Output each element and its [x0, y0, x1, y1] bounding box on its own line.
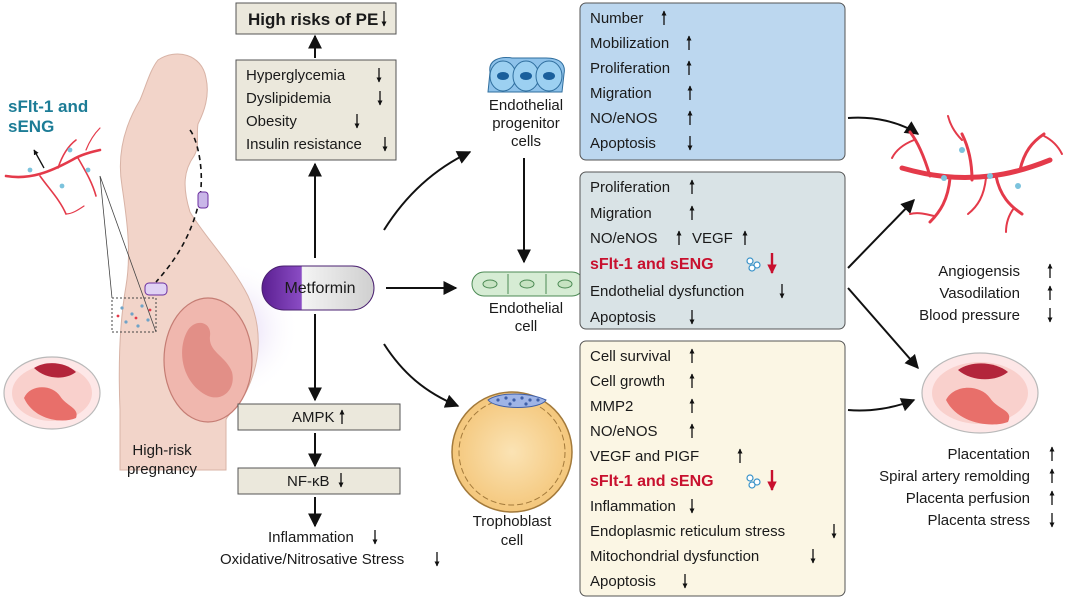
troph-sflt-label: sFlt-1 and sENG	[590, 473, 714, 490]
troph-item-label: Cell survival	[590, 348, 671, 365]
metabolic-item-label: Insulin resistance	[246, 136, 362, 153]
nfkb-label: NF-κB	[287, 473, 330, 490]
epc-item-label: Number	[590, 10, 643, 27]
metformin-pill: Metformin	[261, 265, 375, 311]
epc-caption-line2: progenitor	[492, 115, 560, 132]
endo-item-label: Endothelial dysfunction	[590, 283, 744, 300]
troph-item-label: Endoplasmic reticulum stress	[590, 523, 785, 540]
bottom-effect-label: Inflammation	[268, 529, 354, 546]
placental-outcome-label: Placentation	[947, 446, 1030, 463]
epc-caption-line1: Endothelial	[489, 97, 563, 114]
placental-outcome-label: Spiral artery remolding	[879, 468, 1030, 485]
metabolic-item-label: Dyslipidemia	[246, 90, 332, 107]
vascular-outcome-label: Blood pressure	[919, 307, 1020, 324]
metabolic-box	[235, 59, 397, 161]
metformin-label: Metformin	[284, 280, 355, 297]
vascular-outcome-label: Angiogensis	[938, 263, 1020, 280]
endothelial-effects-box	[579, 171, 846, 330]
trophoblast-caption-line2: cell	[501, 532, 524, 549]
epc-caption-line3: cells	[511, 133, 541, 150]
epc-effects-list: NumberMobilizationProliferationMigration…	[590, 10, 693, 152]
metabolic-item-label: Obesity	[246, 113, 297, 130]
arrow-endo-to-placenta	[847, 287, 919, 370]
metabolic-item-label: Hyperglycemia	[246, 67, 346, 84]
epc-item-label: Proliferation	[590, 60, 670, 77]
vessel-network-illustration	[891, 115, 1063, 233]
pregnancy-caption-line2: pregnancy	[127, 461, 198, 478]
epc-illustration	[487, 57, 565, 93]
epc-effects-box	[579, 2, 846, 161]
arrow-to-trophoblast	[383, 343, 460, 408]
placental-outcome-label: Placenta perfusion	[906, 490, 1030, 507]
arrow-endo-to-vessels	[847, 198, 915, 269]
troph-item-label: VEGF and PIGF	[590, 448, 699, 465]
uterus-illustration-right	[921, 352, 1039, 434]
arrow-epc-to-vessels	[847, 116, 920, 135]
troph-item-label: Apoptosis	[590, 573, 656, 590]
ampk-box	[237, 403, 401, 431]
nfkb-box	[237, 467, 401, 495]
arrow-troph-to-placenta	[847, 398, 916, 412]
trophoblast-illustration	[451, 391, 573, 513]
sflt1-callout-line2: sENG	[8, 117, 54, 136]
troph-item-label: Cell growth	[590, 373, 665, 390]
molecule-icon	[746, 257, 761, 272]
endo-item-label: Apoptosis	[590, 309, 656, 326]
endo-item-label: Proliferation	[590, 179, 670, 196]
troph-item-label: Inflammation	[590, 498, 676, 515]
pregnancy-caption-line1: High-risk	[132, 442, 192, 459]
epc-item-label: Mobilization	[590, 35, 669, 52]
endothelial-caption-line2: cell	[515, 318, 538, 335]
troph-item-label: Mitochondrial dysfunction	[590, 548, 759, 565]
arrow-to-epc	[383, 151, 472, 231]
endo-item-label: VEGF	[692, 230, 733, 247]
endothelial-cell-illustration	[471, 271, 585, 297]
placental-outcome-label: Placenta stress	[927, 512, 1030, 529]
endothelial-caption-line1: Endothelial	[489, 300, 563, 317]
trophoblast-effects-box	[579, 340, 846, 597]
high-risks-label: High risks of PE	[248, 10, 378, 29]
metabolic-list: HyperglycemiaDyslipidemiaObesityInsulin …	[246, 67, 388, 153]
trophoblast-caption-line1: Trophoblast	[473, 513, 552, 530]
callout-vessel-illustration	[4, 127, 102, 215]
molecule-icon	[746, 474, 761, 489]
uterus-illustration-left	[3, 356, 101, 430]
endo-sflt-label: sFlt-1 and sENG	[590, 256, 714, 273]
high-risks-box	[235, 2, 397, 35]
troph-item-label: MMP2	[590, 398, 633, 415]
endo-item-label: NO/eNOS	[590, 230, 658, 247]
epc-item-label: Migration	[590, 85, 652, 102]
pregnant-woman-illustration	[99, 53, 300, 471]
epc-item-label: NO/eNOS	[590, 110, 658, 127]
bottom-effect-label: Oxidative/Nitrosative Stress	[220, 551, 404, 568]
sflt1-callout-line1: sFlt-1 and	[8, 97, 88, 116]
troph-item-label: NO/eNOS	[590, 423, 658, 440]
ampk-label: AMPK	[292, 409, 335, 426]
epc-item-label: Apoptosis	[590, 135, 656, 152]
endo-item-label: Migration	[590, 205, 652, 222]
vascular-outcome-label: Vasodilation	[939, 285, 1020, 302]
